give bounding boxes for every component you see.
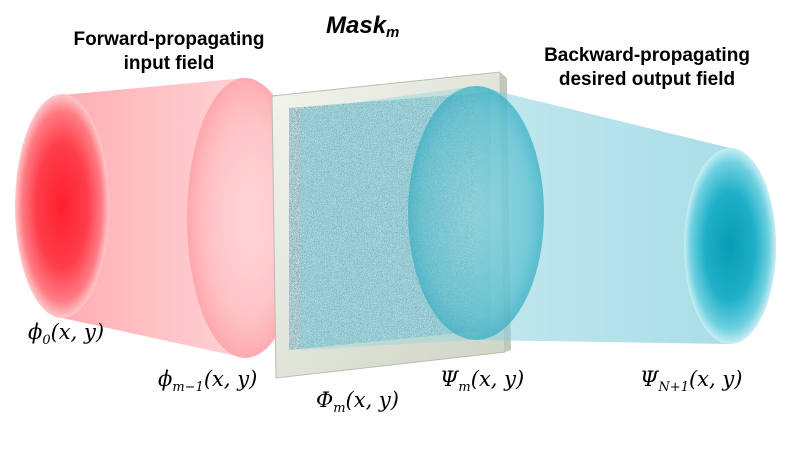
Psi-N-plus-1-symbol: Ψ [640, 367, 659, 391]
Psi-N-plus-1-label: ΨN+1(x, y) [640, 367, 742, 395]
Psi-m-label: Ψm(x, y) [440, 367, 524, 395]
backward-title: Backward-propagating desired output fiel… [527, 44, 767, 92]
mask-title-sub: m [386, 24, 400, 41]
phi-m-minus-1-symbol: ϕ [158, 367, 173, 391]
backward-title-line1: Backward-propagating [544, 45, 750, 66]
phi-m-minus-1-args: (x, y) [203, 367, 258, 391]
forward-title: Forward-propagating input field [58, 28, 280, 76]
Phi-m-symbol: Φ [316, 388, 334, 412]
Psi-N-plus-1-args: (x, y) [688, 367, 743, 391]
Psi-m-symbol: Ψ [440, 367, 459, 391]
Psi-m-args: (x, y) [470, 367, 525, 391]
phi-m-minus-1-subscript: m−1 [172, 380, 204, 395]
backward-beam-mid-disk [408, 86, 544, 340]
Psi-N-plus-1-subscript: N+1 [658, 380, 689, 395]
phi0-label: ϕ0(x, y) [28, 320, 104, 348]
Phi-m-subscript: m [333, 401, 346, 416]
backward-beam-target-disk [684, 148, 776, 344]
forward-title-line1: Forward-propagating [73, 29, 265, 50]
Psi-m-subscript: m [458, 380, 471, 395]
phi0-args: (x, y) [50, 320, 105, 344]
forward-beam [15, 78, 305, 358]
phi-m-minus-1-label: ϕm−1(x, y) [158, 367, 257, 395]
forward-title-line2: input field [123, 53, 215, 74]
Phi-m-args: (x, y) [345, 388, 399, 412]
backward-title-line2: desired output field [558, 69, 736, 90]
phi0-symbol: ϕ [28, 320, 43, 344]
forward-beam-source-disk [15, 94, 109, 318]
mask-title: Maskm [326, 12, 399, 41]
mask-title-base: Mask [326, 12, 387, 39]
phi0-subscript: 0 [42, 333, 51, 348]
Phi-m-label: Φm(x, y) [316, 388, 399, 416]
backward-beam [300, 86, 776, 350]
